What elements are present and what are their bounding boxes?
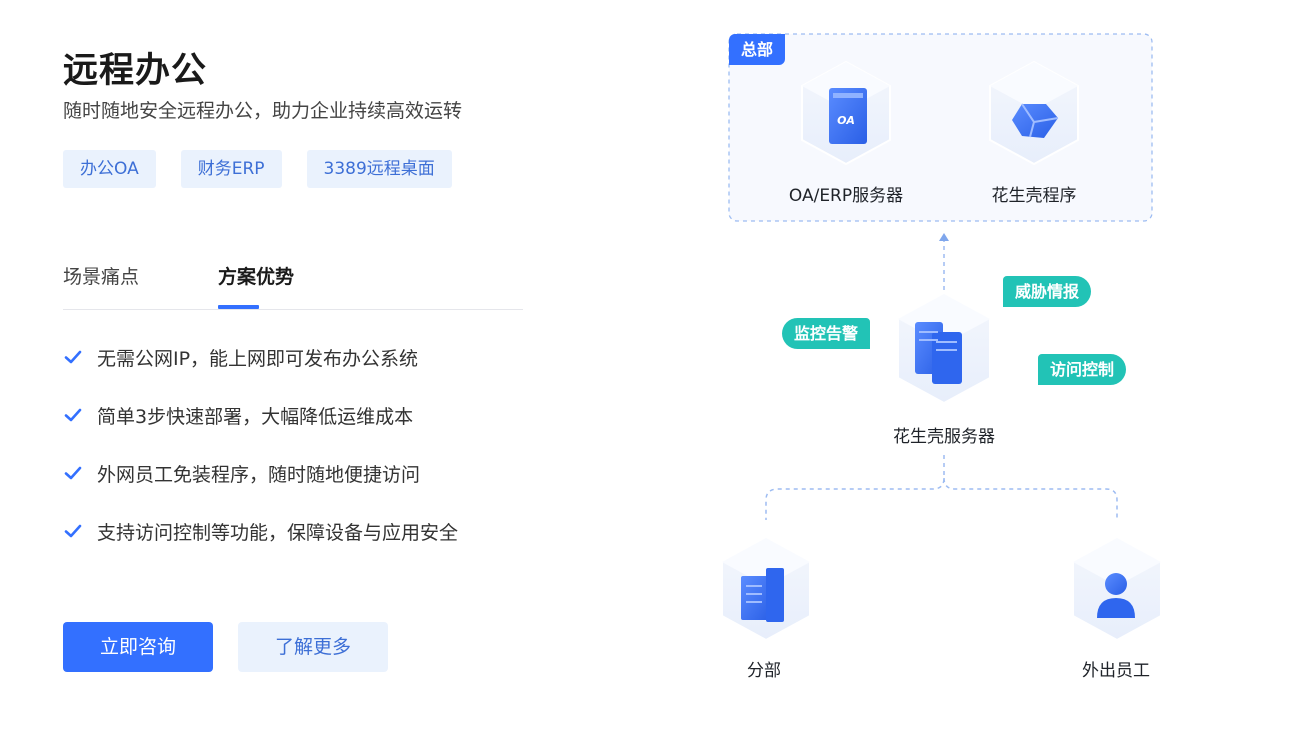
tag-finance-erp[interactable]: 财务ERP: [180, 150, 282, 188]
tab-advantages[interactable]: 方案优势: [218, 266, 295, 288]
oa-erp-server-label: OA/ERP服务器: [788, 186, 904, 206]
svg-text:OA: OA: [837, 114, 855, 127]
remote-staff-label: 外出员工: [1082, 661, 1150, 681]
badge-threat-intel: 威胁情报: [1003, 276, 1092, 307]
page-title: 远程办公: [63, 51, 208, 91]
feature-text: 简单3步快速部署，大幅降低运维成本: [97, 406, 414, 428]
branch-node: [721, 536, 811, 642]
branch-label: 分部: [747, 661, 781, 681]
feature-list: 无需公网IP，能上网即可发布办公系统 简单3步快速部署，大幅降低运维成本 外网员…: [63, 344, 458, 576]
oa-server-icon: [829, 88, 867, 144]
badge-monitor-alert: 监控告警: [782, 318, 871, 349]
tab-pain-points[interactable]: 场景痛点: [63, 266, 140, 288]
learn-more-button[interactable]: 了解更多: [238, 622, 388, 672]
downlink-lines: [765, 455, 1118, 520]
remote-staff-node: [1072, 536, 1162, 642]
feature-item: 支持访问控制等功能，保障设备与应用安全: [63, 518, 458, 576]
tag-list: 办公OA 财务ERP 3389远程桌面: [63, 150, 477, 188]
tab-bar: 场景痛点 方案优势: [63, 262, 523, 310]
check-icon: [64, 524, 82, 538]
hsk-program-label: 花生壳程序: [991, 186, 1077, 206]
feature-item: 简单3步快速部署，大幅降低运维成本: [63, 402, 458, 460]
page-subtitle: 随时随地安全远程办公，助力企业持续高效运转: [63, 100, 463, 122]
consult-button[interactable]: 立即咨询: [63, 622, 213, 672]
uplink-arrow-icon: [939, 233, 949, 241]
badge-access-control: 访问控制: [1038, 354, 1127, 385]
feature-text: 无需公网IP，能上网即可发布办公系统: [97, 348, 419, 370]
feature-text: 支持访问控制等功能，保障设备与应用安全: [97, 522, 459, 544]
user-icon: [1105, 573, 1127, 595]
oa-erp-server-node: OA: [801, 60, 891, 166]
tag-remote-desktop[interactable]: 3389远程桌面: [306, 150, 452, 188]
feature-item: 外网员工免装程序，随时随地便捷访问: [63, 460, 458, 518]
check-icon: [64, 408, 82, 422]
hq-label: 总部: [729, 34, 786, 65]
hsk-program-node: [989, 60, 1079, 166]
feature-text: 外网员工免装程序，随时随地便捷访问: [97, 464, 421, 486]
hsk-server-label: 花生壳服务器: [893, 427, 995, 447]
feature-item: 无需公网IP，能上网即可发布办公系统: [63, 344, 458, 402]
check-icon: [64, 466, 82, 480]
tag-office-oa[interactable]: 办公OA: [63, 150, 156, 188]
check-icon: [64, 350, 82, 364]
tab-active-indicator: [218, 305, 259, 309]
hsk-server-node: [897, 292, 991, 405]
